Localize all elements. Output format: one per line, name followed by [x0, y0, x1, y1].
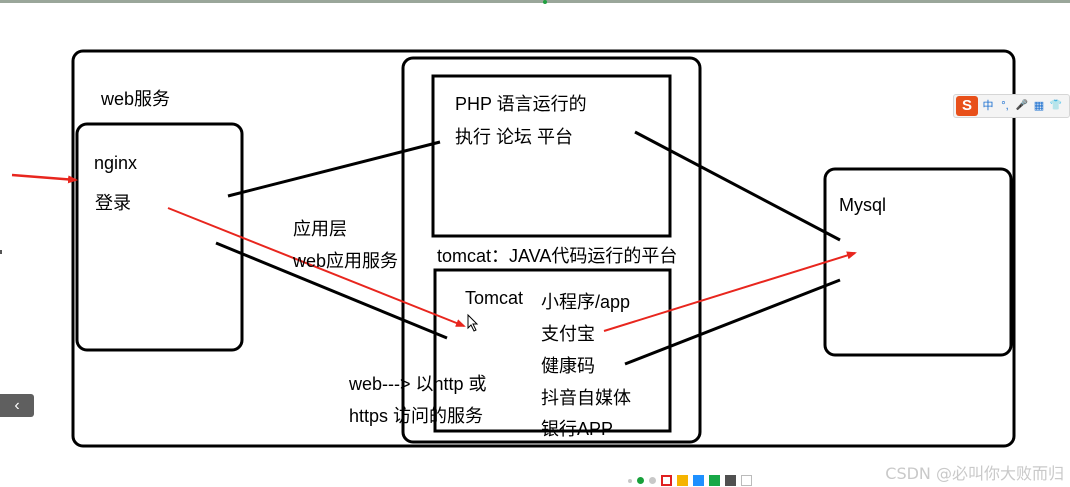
- mouse-cursor-icon: [467, 313, 479, 332]
- keyboard-icon[interactable]: ▦: [1033, 100, 1045, 112]
- swatch-white[interactable]: [741, 475, 752, 486]
- login-to-tomcat-arrow: [167, 207, 466, 327]
- punctuation-icon[interactable]: °,: [1001, 100, 1009, 112]
- web-note-line-1: web---> 以http 或: [349, 374, 487, 394]
- swatch-green[interactable]: [709, 475, 720, 486]
- tomcat-caption: tomcat：JAVA代码运行的平台: [437, 246, 678, 266]
- top-indicator-dot: [543, 0, 547, 4]
- ime-toolbar[interactable]: S 中 °, 🎤 ▦ 👕: [953, 94, 1070, 118]
- collapse-panel-button[interactable]: ‹: [0, 394, 34, 417]
- tomcat-item-health-code: 健康码: [541, 356, 595, 376]
- tomcat-item-miniprogram: 小程序/app: [541, 292, 631, 312]
- tomcat-item-alipay: 支付宝: [541, 324, 595, 344]
- chevron-left-icon: ‹: [14, 397, 20, 414]
- window-top-border: [0, 0, 1070, 3]
- php-line-1: PHP 语言运行的: [455, 94, 587, 114]
- nginx-title: nginx: [94, 153, 138, 173]
- nginx-to-php-line: [227, 140, 441, 198]
- tomcat-box: [433, 268, 672, 433]
- web-app-service-label: web应用服务: [293, 251, 399, 271]
- chinese-mode-icon[interactable]: 中: [982, 100, 994, 112]
- middle-platform-box: [401, 56, 702, 444]
- web-service-outer-box: [71, 49, 1016, 448]
- php-box: [431, 74, 672, 238]
- tomcat-item-bank-app: 银行APP: [541, 419, 614, 437]
- csdn-watermark: CSDN @必叫你大败而归: [885, 464, 1064, 483]
- sogou-logo-icon[interactable]: S: [956, 96, 978, 116]
- swatch-gray[interactable]: [725, 475, 736, 486]
- tomcat-to-mysql-line: [624, 278, 841, 366]
- swatch-blue[interactable]: [693, 475, 704, 486]
- web-note-line-2: https 访问的服务: [349, 406, 484, 426]
- swatch-red[interactable]: [661, 475, 672, 486]
- mysql-title: Mysql: [839, 195, 887, 215]
- tomcat-title: Tomcat: [465, 288, 524, 308]
- microphone-icon[interactable]: 🎤: [1015, 100, 1029, 111]
- web-service-label: web服务: [101, 89, 171, 109]
- app-layer-label: 应用层: [293, 219, 347, 239]
- php-line-2: 执行 论坛 平台: [455, 127, 574, 147]
- slide-pager[interactable]: [628, 474, 752, 487]
- tomcat-to-mysql-arrow: [603, 251, 857, 332]
- login-label: 登录: [95, 193, 131, 213]
- skin-icon[interactable]: 👕: [1049, 100, 1063, 111]
- swatch-yellow[interactable]: [677, 475, 688, 486]
- tomcat-item-douyin: 抖音自媒体: [541, 388, 631, 408]
- pager-dot-1[interactable]: [628, 478, 632, 483]
- php-to-mysql-line: [634, 130, 841, 242]
- left-edge-mark: [0, 250, 2, 254]
- incoming-request-arrow: [11, 173, 78, 184]
- pager-dot-2[interactable]: [637, 477, 644, 484]
- nginx-to-tomcat-line: [215, 241, 448, 340]
- pager-dot-3[interactable]: [649, 477, 656, 484]
